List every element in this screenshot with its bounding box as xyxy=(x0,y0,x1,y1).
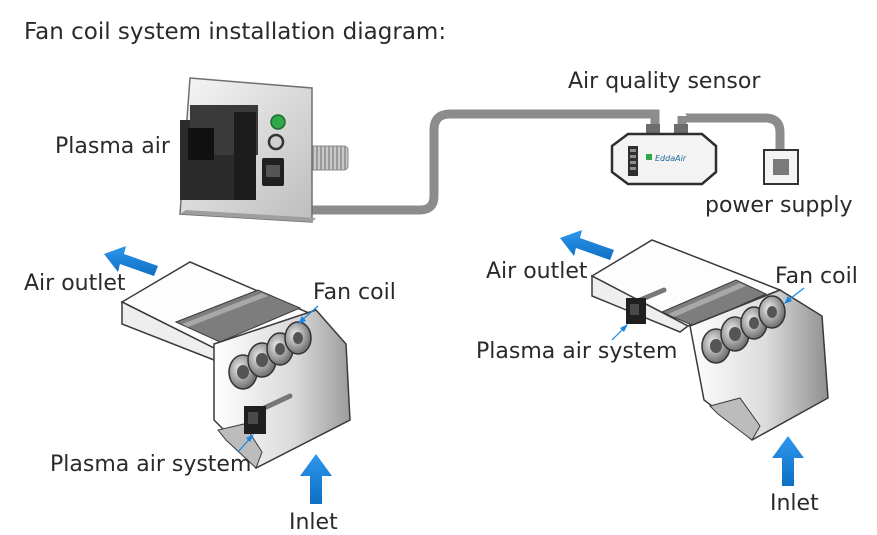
diagram-title: Fan coil system installation diagram: xyxy=(24,19,447,45)
right-blower-wheels xyxy=(701,295,786,364)
left-fan-coil-unit xyxy=(120,261,351,469)
air-quality-sensor-label: Air quality sensor xyxy=(568,69,761,94)
left-air-outlet-label: Air outlet xyxy=(24,271,126,296)
right-inlet-arrow-icon xyxy=(772,436,804,486)
right-fan-coil-label: Fan coil xyxy=(775,264,858,289)
right-air-outlet-label: Air outlet xyxy=(486,259,588,284)
power-supply-socket xyxy=(763,149,799,185)
air-quality-sensor-device: EddaAir xyxy=(610,124,718,186)
plasma-air-label: Plasma air xyxy=(55,134,170,159)
sensor-logo-icon xyxy=(646,154,652,160)
left-inlet-arrow-icon xyxy=(300,454,332,504)
left-plasma-air-system-label: Plasma air system xyxy=(50,452,252,477)
left-plasma-module-icon xyxy=(244,393,293,434)
sensor-brand-text: EddaAir xyxy=(655,154,687,163)
left-inlet-label: Inlet xyxy=(289,510,338,535)
left-blower-wheels xyxy=(228,321,312,390)
right-air-outlet-arrow-icon xyxy=(560,230,614,260)
right-plasma-air-system-label: Plasma air system xyxy=(476,339,678,364)
control-knob-icon xyxy=(267,133,285,151)
plasma-air-unit xyxy=(179,77,349,223)
left-air-outlet-arrow-icon xyxy=(104,246,158,276)
right-inlet-label: Inlet xyxy=(770,491,819,516)
right-plasma-module-icon xyxy=(626,287,667,324)
right-fan-coil-unit xyxy=(590,239,829,441)
power-indicator-icon xyxy=(270,114,286,130)
power-cable xyxy=(677,112,785,155)
power-supply-label: power supply xyxy=(705,193,853,218)
left-fan-coil-label: Fan coil xyxy=(313,280,396,305)
